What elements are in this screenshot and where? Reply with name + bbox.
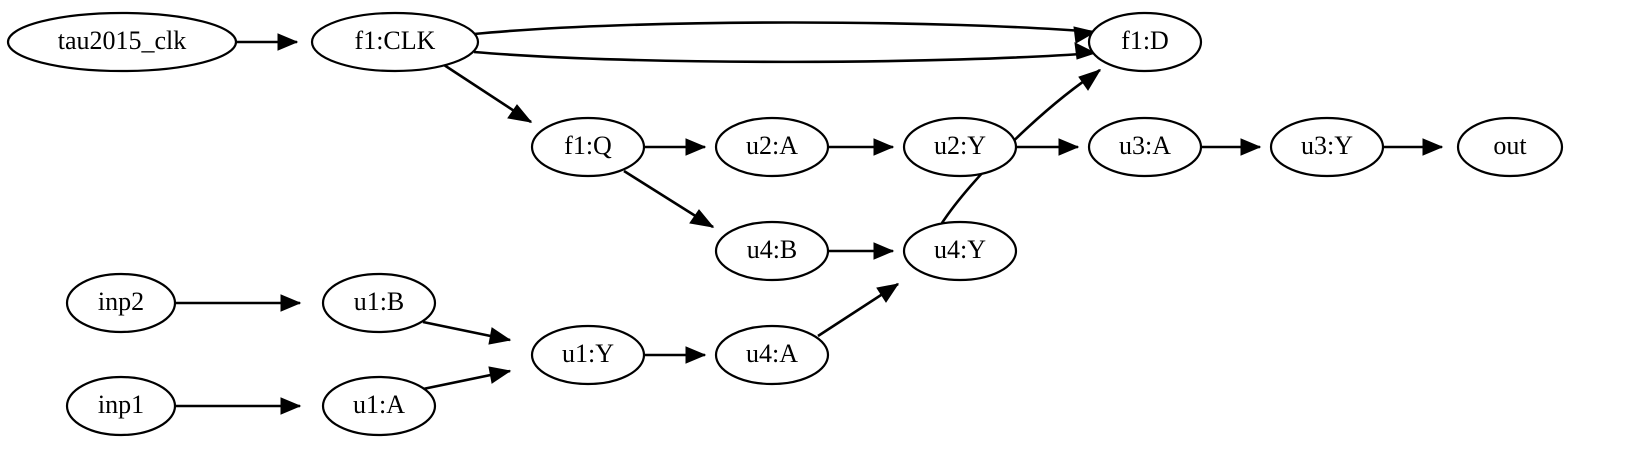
- node-shape[interactable]: [530, 116, 646, 178]
- arrowhead-icon: [1074, 42, 1097, 60]
- edge-inp2-to-u1_B: [175, 294, 302, 312]
- node-label: u3:A: [1119, 131, 1171, 160]
- edge-u4_B-to-u4_Y: [828, 242, 895, 260]
- node-u3_Y[interactable]: u3:Y: [1269, 116, 1385, 178]
- node-shape[interactable]: [65, 272, 177, 334]
- node-label: u4:B: [747, 235, 798, 264]
- edge-u2_Y-to-u3_A: [1016, 138, 1080, 156]
- node-shape[interactable]: [714, 116, 830, 178]
- node-shape[interactable]: [902, 116, 1018, 178]
- edge-f1_CLK-to-f1_Q: [440, 61, 533, 124]
- node-label: u2:A: [746, 131, 798, 160]
- arrowhead-icon: [685, 138, 707, 156]
- edge-tau2015_clk-to-f1_CLK: [236, 33, 299, 51]
- node-label: u4:A: [746, 339, 798, 368]
- edge-u1_B-to-u1_Y: [422, 320, 512, 345]
- node-shape[interactable]: [1269, 116, 1385, 178]
- arrowhead-icon: [876, 283, 900, 303]
- node-shape[interactable]: [530, 324, 646, 386]
- node-label: inp2: [98, 287, 144, 316]
- arrowhead-icon: [873, 138, 895, 156]
- node-shape[interactable]: [902, 220, 1018, 282]
- edges-layer: [175, 21, 1444, 415]
- arrowhead-icon: [689, 209, 715, 228]
- node-label: u1:A: [353, 390, 405, 419]
- arrowhead-icon: [280, 397, 302, 415]
- node-label: out: [1493, 131, 1527, 160]
- edge-u2_A-to-u2_Y: [828, 138, 895, 156]
- node-label: tau2015_clk: [58, 26, 187, 55]
- node-u4_B[interactable]: u4:B: [714, 220, 830, 282]
- node-shape[interactable]: [1087, 116, 1203, 178]
- arrowhead-icon: [1422, 138, 1444, 156]
- node-shape[interactable]: [1087, 11, 1203, 73]
- node-u2_A[interactable]: u2:A: [714, 116, 830, 178]
- edge-f1_CLK-to-f1_D: [473, 42, 1097, 64]
- arrowhead-icon: [280, 294, 302, 312]
- node-label: f1:D: [1121, 26, 1169, 55]
- node-shape[interactable]: [1456, 116, 1564, 178]
- node-out[interactable]: out: [1456, 116, 1564, 178]
- arrowhead-icon: [277, 33, 299, 51]
- node-label: f1:Q: [564, 131, 612, 160]
- node-u1_A[interactable]: u1:A: [321, 375, 437, 437]
- node-f1_Q[interactable]: f1:Q: [530, 116, 646, 178]
- node-u4_A[interactable]: u4:A: [714, 324, 830, 386]
- node-u3_A[interactable]: u3:A: [1087, 116, 1203, 178]
- arrowhead-icon: [1073, 26, 1097, 44]
- arrowhead-icon: [1058, 138, 1080, 156]
- node-shape[interactable]: [321, 272, 437, 334]
- node-inp2[interactable]: inp2: [65, 272, 177, 334]
- node-label: u1:B: [354, 287, 405, 316]
- node-u4_Y[interactable]: u4:Y: [902, 220, 1018, 282]
- edge-line: [473, 21, 1096, 36]
- node-label: u3:Y: [1301, 131, 1353, 160]
- edge-u1_A-to-u1_Y: [422, 366, 512, 391]
- edge-u3_A-to-u3_Y: [1201, 138, 1262, 156]
- node-f1_CLK[interactable]: f1:CLK: [310, 11, 480, 73]
- edge-u4_A-to-u4_Y: [817, 282, 900, 338]
- arrowhead-icon: [488, 327, 512, 345]
- node-shape[interactable]: [321, 375, 437, 437]
- edge-inp1-to-u1_A: [175, 397, 302, 415]
- arrowhead-icon: [488, 366, 512, 384]
- node-u1_B[interactable]: u1:B: [321, 272, 437, 334]
- node-label: u1:Y: [562, 339, 614, 368]
- arrowhead-icon: [1240, 138, 1262, 156]
- node-label: u4:Y: [934, 235, 986, 264]
- node-shape[interactable]: [6, 11, 238, 73]
- node-label: u2:Y: [934, 131, 986, 160]
- arrowhead-icon: [873, 242, 895, 260]
- edge-u1_Y-to-u4_A: [644, 346, 707, 364]
- nodes-layer: tau2015_clk f1:CLK f1:D f1:Q u2:A u2:Y u3:A u3:…: [6, 11, 1564, 437]
- node-shape[interactable]: [714, 220, 830, 282]
- edge-line: [473, 50, 1096, 64]
- edge-f1_CLK-to-f1_D: [473, 21, 1097, 44]
- arrowhead-icon: [685, 346, 707, 364]
- arrowhead-icon: [1078, 69, 1102, 91]
- node-inp1[interactable]: inp1: [65, 375, 177, 437]
- node-label: inp1: [98, 390, 144, 419]
- edge-u3_Y-to-out: [1383, 138, 1444, 156]
- node-f1_D[interactable]: f1:D: [1087, 11, 1203, 73]
- node-shape[interactable]: [65, 375, 177, 437]
- node-shape[interactable]: [714, 324, 830, 386]
- node-tau2015_clk[interactable]: tau2015_clk: [6, 11, 238, 73]
- edge-f1_Q-to-u2_A: [644, 138, 707, 156]
- node-u2_Y[interactable]: u2:Y: [902, 116, 1018, 178]
- node-u1_Y[interactable]: u1:Y: [530, 324, 646, 386]
- node-shape[interactable]: [310, 11, 480, 73]
- arrowhead-icon: [507, 104, 533, 123]
- edge-f1_Q-to-u4_B: [623, 169, 715, 229]
- node-label: f1:CLK: [355, 26, 436, 55]
